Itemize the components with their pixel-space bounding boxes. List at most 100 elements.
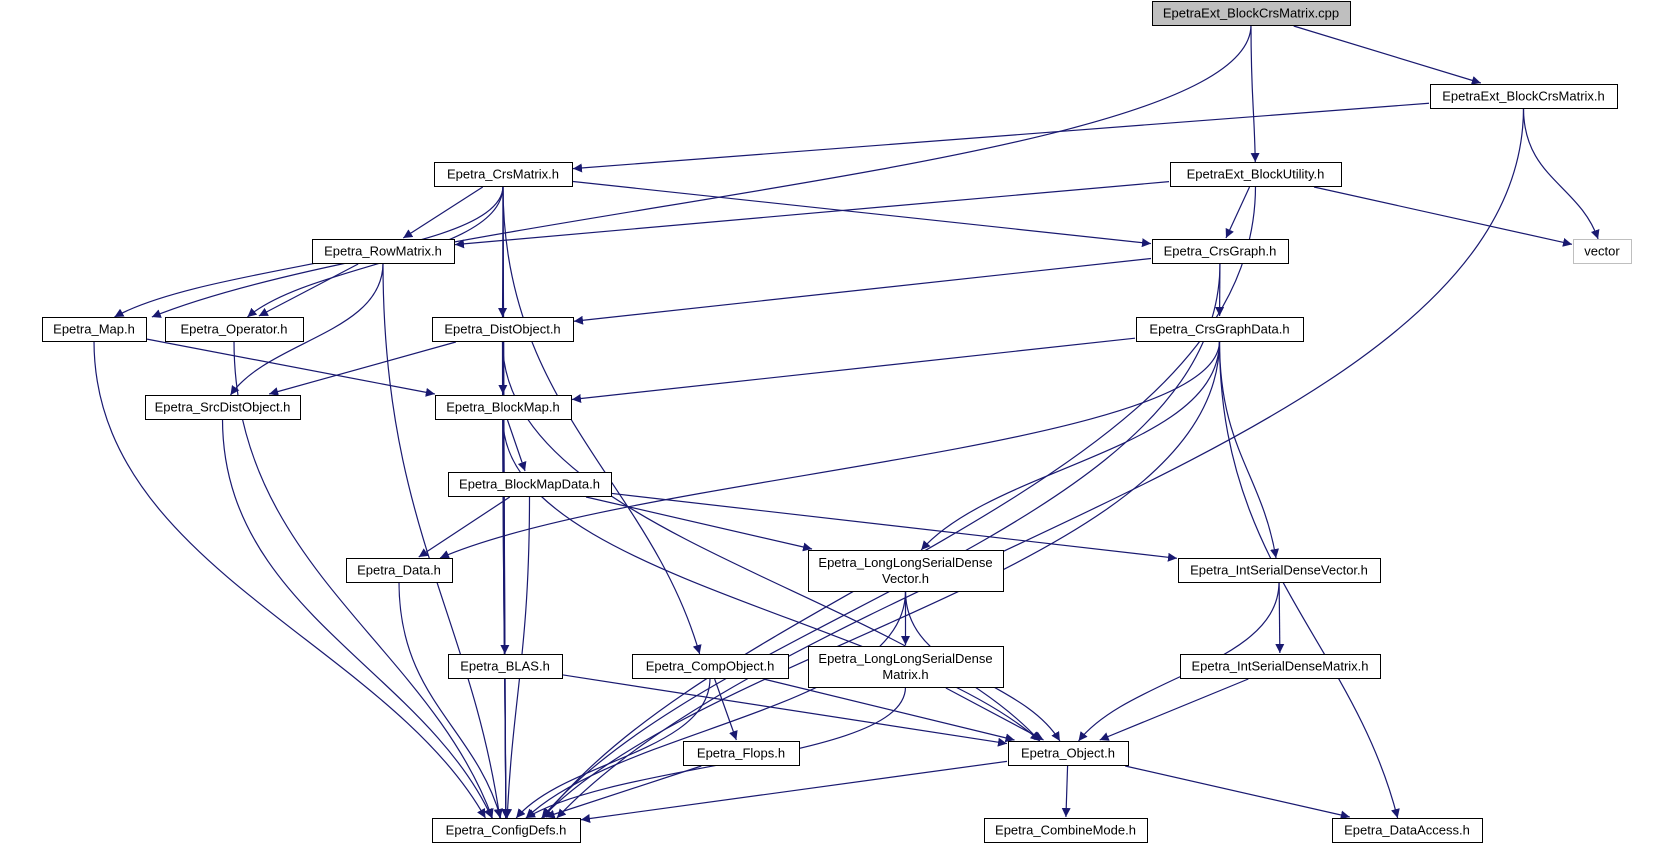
node-box xyxy=(808,646,1004,688)
edge-arrow xyxy=(562,674,1008,747)
edge-cpp-to-map xyxy=(151,24,1252,318)
edge-arrow xyxy=(541,340,1221,819)
edge-arrow xyxy=(418,496,511,558)
node-epetraext-blockcrsmatrix-cpp[interactable]: EpetraExt_BlockCrsMatrix.cpp xyxy=(1152,1,1351,26)
node-epetra-blockmap[interactable]: Epetra_BlockMap.h xyxy=(435,395,572,420)
node-epetra-crsgraph[interactable]: Epetra_CrsGraph.h xyxy=(1152,239,1289,264)
node-label: Matrix.h xyxy=(882,667,928,682)
node-box xyxy=(683,741,800,766)
node-vector[interactable]: vector xyxy=(1573,239,1632,264)
node-epetra-dataaccess[interactable]: Epetra_DataAccess.h xyxy=(1332,818,1483,843)
node-epetra-intserialdensevector[interactable]: Epetra_IntSerialDenseVector.h xyxy=(1178,558,1381,583)
node-label: Epetra_Data.h xyxy=(357,563,441,578)
edge-arrow xyxy=(1313,186,1573,247)
edge-blas-to-cfg xyxy=(501,677,511,819)
edge-isdv-to-isdm xyxy=(1275,582,1285,654)
node-label: Epetra_LongLongSerialDense xyxy=(818,651,992,666)
edge-obj-to-dacc xyxy=(1125,765,1350,820)
node-label: Vector.h xyxy=(882,571,929,586)
node-label: Epetra_CompObject.h xyxy=(646,659,775,674)
edge-crsm-to-comp xyxy=(502,185,702,655)
edge-cpp-to-butil xyxy=(1250,24,1260,163)
edge-arrow xyxy=(221,418,493,819)
edge-map-to-cfg xyxy=(93,340,486,819)
node-epetra-crsmatrix[interactable]: Epetra_CrsMatrix.h xyxy=(434,162,573,187)
node-label: Epetra_IntSerialDenseVector.h xyxy=(1190,563,1368,578)
edge-arrow xyxy=(572,180,1152,248)
edge-data-to-cfg xyxy=(398,581,503,819)
node-label: Epetra_ConfigDefs.h xyxy=(446,823,567,838)
edge-bmd-to-data xyxy=(418,496,511,558)
node-epetra-crsgraphdata[interactable]: Epetra_CrsGraphData.h xyxy=(1136,317,1304,342)
node-epetraext-blockcrsmatrix[interactable]: EpetraExt_BlockCrsMatrix.h xyxy=(1430,84,1618,109)
edge-cgd-to-cfg xyxy=(541,340,1221,819)
node-box xyxy=(1430,84,1618,109)
edge-arrow xyxy=(763,678,1015,743)
edge-blas-to-obj xyxy=(562,674,1008,747)
edge-crsm-to-rowm xyxy=(402,186,484,239)
node-epetra-blas[interactable]: Epetra_BLAS.h xyxy=(448,654,563,679)
node-epetra-flops[interactable]: Epetra_Flops.h xyxy=(683,741,800,766)
node-box xyxy=(1178,558,1381,583)
node-label: Epetra_RowMatrix.h xyxy=(324,244,442,259)
node-epetra-blockmapdata[interactable]: Epetra_BlockMapData.h xyxy=(448,472,612,497)
node-box xyxy=(1136,317,1304,342)
node-label: EpetraExt_BlockUtility.h xyxy=(1187,167,1325,182)
edge-arrow xyxy=(1275,582,1285,654)
node-label: Epetra_BlockMap.h xyxy=(446,400,559,415)
node-label: Epetra_DistObject.h xyxy=(444,322,560,337)
edge-arrow xyxy=(541,262,1221,819)
edge-arrow xyxy=(151,24,1252,318)
edge-arrow xyxy=(1125,765,1350,820)
node-epetra-intserialdensematrix[interactable]: Epetra_IntSerialDenseMatrix.h xyxy=(1180,654,1381,679)
node-label: Epetra_Map.h xyxy=(53,322,135,337)
node-box xyxy=(312,239,455,264)
node-label: Epetra_Operator.h xyxy=(181,322,288,337)
node-epetraext-blockutility[interactable]: EpetraExt_BlockUtility.h xyxy=(1170,162,1342,187)
node-box xyxy=(432,317,574,342)
node-label: Epetra_CombineMode.h xyxy=(995,823,1136,838)
edge-arrow xyxy=(525,590,907,819)
node-box xyxy=(1573,239,1632,264)
node-label: Epetra_BLAS.h xyxy=(460,659,550,674)
node-epetra-map[interactable]: Epetra_Map.h xyxy=(42,317,147,342)
edge-arrow xyxy=(258,263,359,317)
node-epetra-distobject[interactable]: Epetra_DistObject.h xyxy=(432,317,574,342)
edge-llsdm-to-obj xyxy=(945,687,1044,741)
edge-crsg-to-dist xyxy=(573,257,1152,325)
node-box xyxy=(448,654,563,679)
node-label: EpetraExt_BlockCrsMatrix.cpp xyxy=(1163,6,1339,21)
nodes-layer: EpetraExt_BlockCrsMatrix.cppEpetraExt_Bl… xyxy=(42,1,1632,843)
edge-map-to-bmap xyxy=(146,338,435,397)
edge-arrow xyxy=(945,687,1044,741)
node-epetra-configdefs[interactable]: Epetra_ConfigDefs.h xyxy=(432,818,581,843)
node-box xyxy=(1008,741,1129,766)
edge-arrow xyxy=(1293,25,1481,85)
node-epetra-operator[interactable]: Epetra_Operator.h xyxy=(165,317,304,342)
edge-comp-to-obj xyxy=(763,678,1015,743)
node-epetra-rowmatrix[interactable]: Epetra_RowMatrix.h xyxy=(312,239,455,264)
node-label: Epetra_LongLongSerialDense xyxy=(818,555,992,570)
node-epetra-srcdistobject[interactable]: Epetra_SrcDistObject.h xyxy=(145,395,301,420)
edge-cgd-to-dacc xyxy=(1218,340,1400,819)
edge-cgd-to-bmap xyxy=(571,337,1136,403)
node-epetra-data[interactable]: Epetra_Data.h xyxy=(346,558,453,583)
edge-butil-to-crsg xyxy=(1225,186,1251,239)
edge-arrow xyxy=(920,340,1221,551)
node-box xyxy=(165,317,304,342)
node-epetra-combinemode[interactable]: Epetra_CombineMode.h xyxy=(984,818,1148,843)
node-label: Epetra_CrsGraphData.h xyxy=(1149,322,1289,337)
edge-arrow xyxy=(1099,678,1249,741)
node-label: vector xyxy=(1584,244,1620,259)
edge-obj-to-cfg xyxy=(580,760,1008,823)
node-epetra-object[interactable]: Epetra_Object.h xyxy=(1008,741,1129,766)
edge-butil-to-rowm xyxy=(454,181,1170,249)
node-epetra-compobject[interactable]: Epetra_CompObject.h xyxy=(632,654,789,679)
node-box xyxy=(632,654,789,679)
node-label: Epetra_Flops.h xyxy=(697,746,785,761)
edge-bcmh-to-vector xyxy=(1522,107,1600,240)
node-box xyxy=(1180,654,1381,679)
